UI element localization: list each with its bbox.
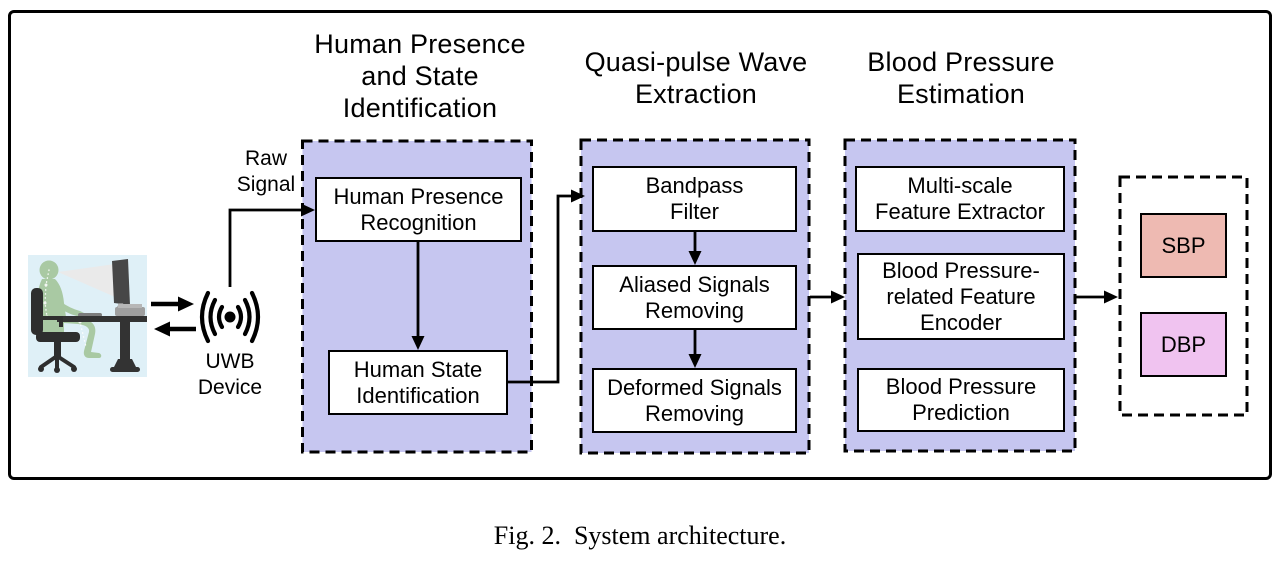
node-sbp-output: SBP [1140, 213, 1227, 278]
node-human-state-identification: Human State Identification [328, 350, 508, 415]
uwb-device-label: UWB Device [170, 349, 290, 401]
raw-signal-label-line: Raw [244, 147, 287, 170]
node-label-line: Recognition [360, 209, 477, 235]
node-label-line: related Feature [886, 283, 1036, 309]
uwb-device-label-line: Device [197, 376, 263, 399]
node-label-line: SBP [1161, 232, 1206, 258]
raw-signal-label-line: Signal [236, 173, 296, 196]
group-title-line: Human Presence [314, 29, 526, 59]
node-label-line: Blood Pressure [885, 374, 1037, 399]
desk [57, 316, 147, 372]
node-human-presence-recognition: Human Presence Recognition [315, 177, 522, 242]
node-label-line: Bandpass [645, 173, 744, 198]
node-label-line: Prediction [912, 400, 1010, 425]
node-bp-related-feature-encoder: Blood Pressure- related Feature Encoder [857, 253, 1065, 340]
person-at-desk-illustration [28, 255, 147, 377]
uwb-device-label-line: UWB [205, 350, 255, 373]
group-title-human-presence: Human Presence and State Identification [270, 28, 570, 124]
node-label-line: Deformed Signals [607, 374, 782, 400]
node-label-line: Human Presence [333, 183, 504, 209]
raw-signal-label: Raw Signal [216, 146, 316, 198]
group-title-line: Blood Pressure [867, 47, 1055, 77]
node-label-line: Aliased Signals [619, 271, 770, 297]
gaze-beam [58, 264, 115, 297]
node-label-line: Removing [644, 297, 745, 323]
node-dbp-output: DBP [1140, 312, 1227, 377]
node-multiscale-feature-extractor: Multi-scale Feature Extractor [855, 166, 1065, 232]
node-label-line: DBP [1160, 331, 1207, 357]
node-aliased-signals-removing: Aliased Signals Removing [592, 265, 797, 330]
group-title-line: Estimation [896, 79, 1026, 109]
node-label-line: Blood Pressure- [882, 257, 1040, 283]
node-label-line: Encoder [920, 309, 1002, 335]
node-deformed-signals-removing: Deformed Signals Removing [592, 368, 797, 433]
node-label-line: Human State [353, 356, 483, 382]
group-title-line: Identification [342, 93, 498, 123]
group-title-line: Quasi-pulse Wave [584, 47, 808, 77]
group-title-line: Extraction [634, 79, 758, 109]
node-label-line: Filter [670, 199, 719, 224]
monitor [112, 259, 130, 305]
office-chair [31, 288, 80, 373]
group-title-bp-estimation: Blood Pressure Estimation [811, 46, 1111, 110]
node-bandpass-filter: Bandpass Filter [592, 166, 797, 232]
node-label-line: Removing [644, 400, 745, 426]
node-blood-pressure-prediction: Blood Pressure Prediction [857, 368, 1065, 432]
group-title-line: and State [361, 61, 479, 91]
node-label-line: Feature Extractor [875, 199, 1045, 224]
group-title-quasi-pulse: Quasi-pulse Wave Extraction [546, 46, 846, 110]
uwb-device-icon [199, 290, 261, 344]
node-label-line: Multi-scale [907, 173, 1013, 198]
figure-caption: Fig. 2. System architecture. [493, 521, 787, 550]
node-label-line: Identification [356, 382, 480, 408]
